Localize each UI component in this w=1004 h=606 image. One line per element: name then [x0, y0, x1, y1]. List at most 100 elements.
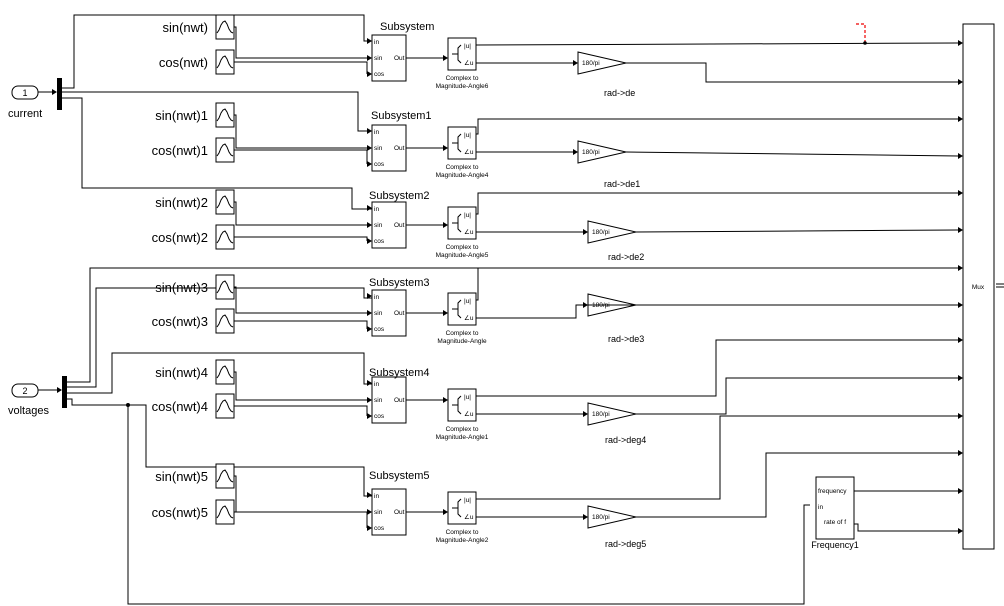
subsystem-title: Subsystem5 [369, 470, 430, 482]
sine-source-cos-block[interactable] [215, 308, 235, 334]
subsystem-title: Subsystem4 [369, 367, 430, 379]
subsystem-port-in: in [374, 129, 379, 136]
complex-label-line1: Complex to [446, 426, 479, 433]
complex-port-magnitude: |u| [464, 394, 471, 401]
subsystem-port-in: in [374, 206, 379, 213]
gain-label: rad->de [604, 88, 635, 98]
complex-to-magnitude-angle-block[interactable]: |u|∠u [447, 206, 477, 240]
sine-source-sin-block[interactable] [215, 189, 235, 215]
frequency-block[interactable]: frequency in rate of f [815, 476, 855, 540]
mux-label: Mux [972, 284, 985, 291]
subsystem-row-2: sin(nwt)1cos(nwt)1insincosOutSubsystem1|… [152, 102, 963, 189]
subsystem-port-cos: cos [374, 525, 385, 532]
sine-source-sin-block[interactable] [215, 463, 235, 489]
sine-source-cos-block[interactable] [215, 393, 235, 419]
sine-source-sin-label: sin(nwt)3 [155, 280, 208, 295]
demux-current[interactable] [57, 78, 62, 110]
complex-label-line2: Magnitude-Angle1 [436, 434, 489, 441]
gain-block[interactable]: 180/pi [577, 140, 627, 164]
gain-value: 180/pi [592, 229, 610, 236]
sine-source-sin-block[interactable] [215, 359, 235, 385]
complex-label-line2: Magnitude-Angle2 [436, 537, 489, 544]
freq-port-frequency: frequency [818, 488, 847, 495]
complex-port-angle: ∠u [464, 59, 474, 67]
subsystem-row-6: sin(nwt)5cos(nwt)5insincosOutSubsystem5|… [152, 413, 963, 549]
gain-block[interactable]: 180/pi [587, 220, 637, 244]
complex-to-magnitude-angle-block[interactable]: |u|∠u [447, 491, 477, 525]
subsystem-port-in: in [374, 294, 379, 301]
gain-label: rad->de1 [604, 179, 640, 189]
sine-source-cos-label: cos(nwt)1 [152, 143, 208, 158]
sine-source-sin-block[interactable] [215, 102, 235, 128]
gain-block[interactable]: 180/pi [587, 505, 637, 529]
subsystem-row-1: sin(nwt)cos(nwt)insincosOutSubsystem|u|∠… [159, 14, 963, 98]
subsystem-port-sin: sin [374, 145, 383, 152]
subsystem-port-out: Out [394, 310, 405, 317]
sine-source-cos-block[interactable] [215, 137, 235, 163]
complex-to-magnitude-angle-block[interactable]: |u|∠u [447, 388, 477, 422]
complex-port-angle: ∠u [464, 148, 474, 156]
subsystem-port-cos: cos [374, 71, 385, 78]
complex-port-angle: ∠u [464, 228, 474, 236]
complex-label-line1: Complex to [446, 75, 479, 82]
subsystem-port-cos: cos [374, 238, 385, 245]
gain-value: 180/pi [582, 149, 600, 156]
sine-source-sin-label: sin(nwt)1 [155, 108, 208, 123]
inport-number: 1 [22, 88, 27, 98]
inport-label-voltages: voltages [8, 405, 49, 417]
subsystem-port-sin: sin [374, 222, 383, 229]
sine-source-cos-label: cos(nwt)4 [152, 399, 208, 414]
complex-port-magnitude: |u| [464, 298, 471, 305]
complex-to-magnitude-angle-block[interactable]: |u|∠u [447, 126, 477, 160]
inport-label-current: current [8, 108, 42, 120]
inport-current[interactable]: 1 [11, 85, 39, 100]
sine-source-cos-label: cos(nwt)3 [152, 314, 208, 329]
subsystem-port-out: Out [394, 509, 405, 516]
subsystem-port-sin: sin [374, 55, 383, 62]
complex-port-magnitude: |u| [464, 497, 471, 504]
gain-label: rad->deg4 [605, 435, 646, 445]
gain-value: 180/pi [592, 411, 610, 418]
subsystem-port-sin: sin [374, 397, 383, 404]
gain-block[interactable]: 180/pi [577, 51, 627, 75]
complex-label-line2: Magnitude-Angle4 [436, 172, 489, 179]
sine-source-cos-block[interactable] [215, 49, 235, 75]
complex-label-line1: Complex to [446, 529, 479, 536]
gain-value: 180/pi [592, 514, 610, 521]
complex-label-line1: Complex to [446, 244, 479, 251]
complex-to-magnitude-angle-block[interactable]: |u|∠u [447, 37, 477, 71]
mux-block[interactable]: Mux [962, 23, 995, 550]
subsystem-port-in: in [374, 39, 379, 46]
sine-source-cos-label: cos(nwt)5 [152, 505, 208, 520]
subsystem-port-out: Out [394, 145, 405, 152]
sine-source-sin-block[interactable] [215, 14, 235, 40]
subsystem-port-cos: cos [374, 326, 385, 333]
sine-source-sin-label: sin(nwt) [162, 20, 208, 35]
inport-voltages[interactable]: 2 [11, 383, 39, 398]
sine-source-cos-label: cos(nwt) [159, 55, 208, 70]
complex-label-line1: Complex to [446, 330, 479, 337]
sine-source-cos-block[interactable] [215, 499, 235, 525]
subsystem-port-in: in [374, 381, 379, 388]
demux-voltages[interactable] [62, 376, 67, 408]
sine-source-cos-label: cos(nwt)2 [152, 230, 208, 245]
freq-port-rate: rate of f [824, 519, 846, 526]
gain-block[interactable]: 180/pi [587, 402, 637, 426]
frequency-block-label: Frequency1 [811, 540, 859, 550]
gain-value: 180/pi [582, 60, 600, 67]
sine-source-cos-block[interactable] [215, 224, 235, 250]
subsystem-title: Subsystem3 [369, 277, 430, 289]
sine-source-sin-label: sin(nwt)2 [155, 195, 208, 210]
complex-to-magnitude-angle-block[interactable]: |u|∠u [447, 292, 477, 326]
subsystem-port-out: Out [394, 397, 405, 404]
sine-source-sin-label: sin(nwt)4 [155, 365, 208, 380]
subsystem-title: Subsystem [380, 21, 434, 33]
sine-source-sin-block[interactable] [215, 274, 235, 300]
complex-label-line2: Magnitude-Angle [437, 338, 487, 345]
